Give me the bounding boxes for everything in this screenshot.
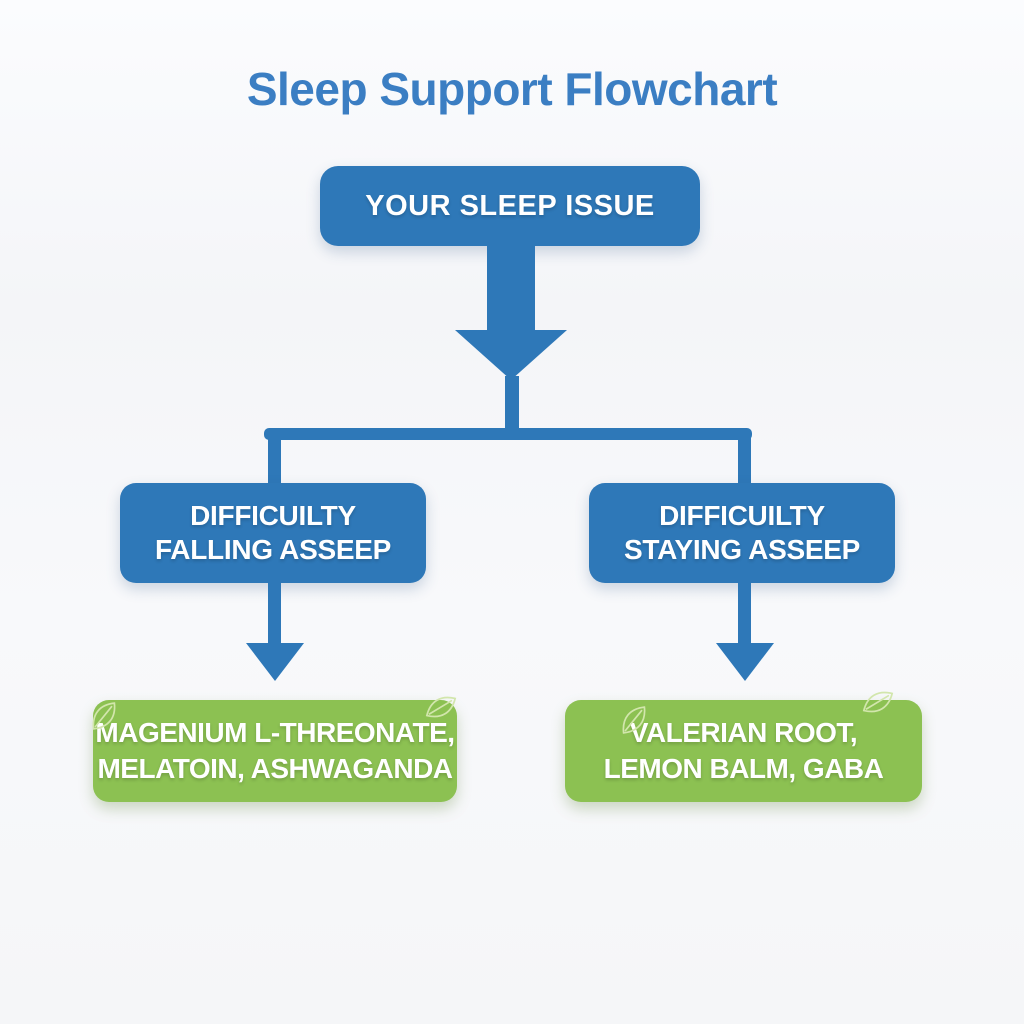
leaf-icon bbox=[85, 697, 122, 734]
page-title: Sleep Support Flowchart bbox=[246, 63, 778, 115]
node-difficulty-staying-asleep: DIFFICUILTY STAYING ASSEEP bbox=[589, 483, 895, 583]
node-label-line: STAYING ASSEEP bbox=[624, 534, 860, 565]
leaf-icon bbox=[420, 686, 461, 727]
root-arrow-shaft bbox=[487, 244, 535, 332]
node-label-line: VALERIAN ROOT, bbox=[629, 717, 858, 748]
node-your-sleep-issue: YOUR SLEEP ISSUE bbox=[320, 166, 700, 246]
node-label: YOUR SLEEP ISSUE bbox=[365, 189, 655, 222]
node-supplements-staying-asleep: VALERIAN ROOT, LEMON BALM, GABA bbox=[565, 700, 922, 802]
node-label-line: MELATOIN, ASHWAGANDA bbox=[97, 753, 453, 784]
node-label-line: FALLING ASSEEP bbox=[155, 534, 391, 565]
root-connector-line bbox=[505, 376, 519, 430]
branch-splitter-bar bbox=[264, 428, 752, 440]
node-label-line: DIFFICUILTY bbox=[190, 500, 356, 531]
node-label-line: DIFFICUILTY bbox=[659, 500, 825, 531]
left-arrow-head-icon bbox=[246, 643, 304, 681]
node-label-line: MAGENIUM L-THREONATE, bbox=[95, 717, 455, 748]
node-supplements-falling-asleep: MAGENIUM L-THREONATE, MELATOIN, ASHWAGAN… bbox=[93, 700, 457, 802]
node-difficulty-falling-asleep: DIFFICUILTY FALLING ASSEEP bbox=[120, 483, 426, 583]
branch-drop-left bbox=[268, 430, 281, 485]
node-label-line: LEMON BALM, GABA bbox=[603, 753, 884, 784]
leaf-icon bbox=[857, 681, 898, 722]
leaf-icon bbox=[615, 701, 652, 738]
left-arrow-shaft bbox=[268, 583, 281, 645]
branch-drop-right bbox=[738, 430, 751, 485]
right-arrow-head-icon bbox=[716, 643, 774, 681]
right-arrow-shaft bbox=[738, 583, 751, 645]
root-arrow-head-icon bbox=[455, 330, 567, 380]
